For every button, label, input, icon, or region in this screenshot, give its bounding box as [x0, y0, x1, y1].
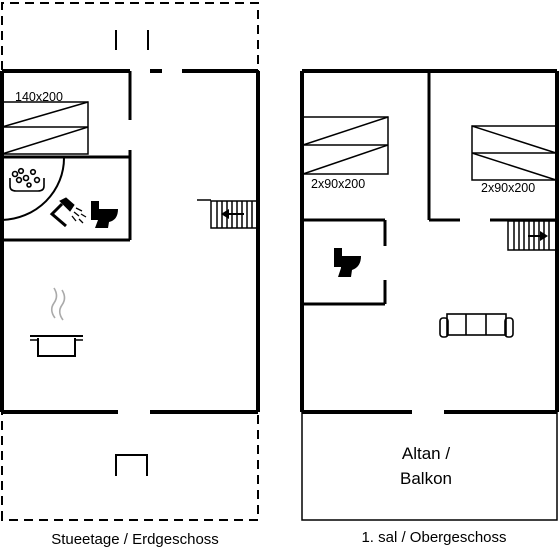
first-floor-interior-walls	[302, 71, 557, 306]
ground-entry-marks	[115, 30, 149, 50]
toilet-icon	[91, 201, 118, 228]
bed-size-label: 2x90x200	[311, 177, 365, 191]
balcony-label-line1: Altan /	[402, 444, 450, 463]
bath-door-arc	[1, 157, 65, 221]
shower-icon	[49, 197, 87, 228]
balcony-outline	[301, 412, 558, 521]
bathtub-icon	[9, 167, 45, 192]
ground-interior-walls	[2, 71, 132, 242]
cooking-pot-icon	[30, 287, 83, 357]
first-floor: 2x90x200 2x90x200 A	[300, 69, 559, 546]
stair-arrow-icon	[221, 209, 244, 219]
bed-size-label: 140x200	[15, 90, 63, 104]
fireplace-icon	[115, 454, 148, 476]
balcony-label-line2: Balkon	[400, 469, 452, 488]
first-floor-walls	[300, 69, 559, 414]
bed-icon	[1, 101, 89, 155]
toilet-icon	[334, 248, 361, 277]
ground-floor: 140x200	[0, 2, 260, 548]
bed-size-label: 2x90x200	[481, 181, 535, 195]
first-floor-label: 1. sal / Obergeschoss	[361, 529, 506, 546]
bed-icon	[302, 116, 389, 175]
ground-floor-label: Stueetage / Erdgeschoss	[51, 531, 219, 548]
sofa-icon	[439, 313, 514, 338]
ground-outline-dashed	[1, 2, 259, 521]
bed-icon	[471, 125, 557, 181]
stair-arrow-icon	[528, 231, 548, 241]
